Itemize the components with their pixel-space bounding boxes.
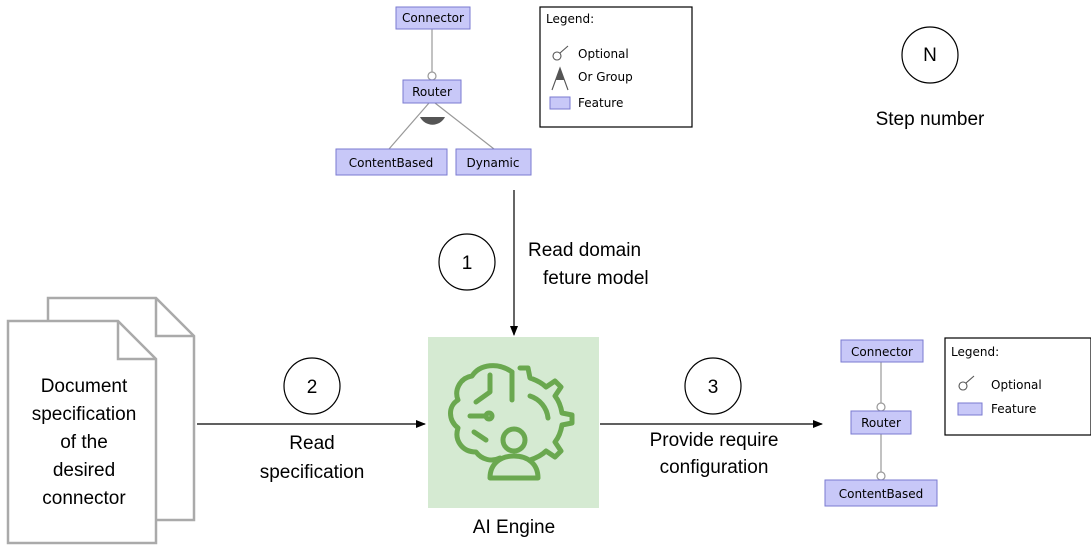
feature-box-contentbased xyxy=(335,148,448,176)
document-back-fold xyxy=(154,298,194,338)
ai-engine: AI Engine xyxy=(428,337,599,538)
feature-box-connector xyxy=(840,339,924,363)
step-label-line1: Read xyxy=(289,433,334,454)
domain-legend: Legend: Optional Or Group Feature xyxy=(539,6,693,128)
feature-label-connector: Connector xyxy=(851,345,913,359)
feature-swatch-icon xyxy=(957,402,983,416)
step-circle xyxy=(283,357,341,415)
or-group-icon-fill xyxy=(556,68,564,80)
step-legend-label: Step number xyxy=(876,109,985,130)
legend-optional-label: Optional xyxy=(991,378,1042,392)
document-stack: Document specification of the desired co… xyxy=(6,296,196,545)
document-line: connector xyxy=(42,488,126,509)
step-legend-circle xyxy=(901,26,959,84)
step-number: 2 xyxy=(307,377,318,398)
tree-edge xyxy=(388,102,430,150)
step-number: 1 xyxy=(462,253,473,274)
feature-box-router xyxy=(850,410,912,435)
domain-feature-model: Connector Router ContentBased Dynamic xyxy=(335,6,532,176)
feature-box-contentbased xyxy=(824,479,938,507)
step-circle xyxy=(684,357,742,415)
or-group-arc-icon xyxy=(420,117,445,125)
step-label-line1: Read domain xyxy=(528,240,641,261)
legend-title: Legend: xyxy=(546,12,594,26)
legend-orgroup-label: Or Group xyxy=(578,70,633,84)
brain-gear-person-icon xyxy=(448,363,575,481)
optional-icon xyxy=(958,381,968,391)
optional-marker-icon xyxy=(427,71,437,81)
tree-edge xyxy=(434,102,495,150)
feature-label-router: Router xyxy=(412,85,452,99)
ai-engine-label: AI Engine xyxy=(473,517,555,538)
optional-marker-icon xyxy=(876,402,886,412)
step-label-line2: configuration xyxy=(660,457,769,478)
document-line: specification xyxy=(32,404,137,425)
config-legend: Legend: Optional Feature xyxy=(944,337,1091,436)
step-3: 3 Provide require configuration xyxy=(600,357,823,478)
feature-box-dynamic xyxy=(455,148,532,176)
feature-box-connector xyxy=(395,6,471,30)
legend-feature-label: Feature xyxy=(991,402,1036,416)
feature-label-contentbased: ContentBased xyxy=(349,156,434,170)
step-label-line2: feture model xyxy=(543,268,649,289)
legend-box xyxy=(944,337,1091,436)
step-number: 3 xyxy=(708,377,719,398)
step-1: 1 Read domain feture model xyxy=(438,190,649,336)
feature-label-dynamic: Dynamic xyxy=(467,156,520,170)
step-2: 2 Read specification xyxy=(197,357,426,483)
document-line: of the xyxy=(60,432,108,453)
optional-marker-icon xyxy=(876,471,886,481)
feature-box-router xyxy=(402,79,462,104)
document-front-fold xyxy=(116,321,156,361)
legend-optional-label: Optional xyxy=(578,47,629,61)
step-label-line1: Provide require xyxy=(650,430,779,451)
document-line: Document xyxy=(41,376,128,397)
optional-icon-stem xyxy=(965,375,975,384)
config-feature-model: Connector Router ContentBased xyxy=(824,339,938,507)
feature-swatch-icon xyxy=(549,96,571,110)
step-circle xyxy=(438,233,496,291)
step-number-legend: N Step number xyxy=(876,26,985,130)
document-front-page xyxy=(6,319,158,545)
feature-label-router: Router xyxy=(861,416,901,430)
legend-feature-label: Feature xyxy=(578,96,623,110)
feature-label-contentbased: ContentBased xyxy=(839,487,924,501)
step-label-line2: specification xyxy=(260,462,365,483)
optional-icon xyxy=(552,51,562,61)
feature-label-connector: Connector xyxy=(402,11,464,25)
optional-icon-stem xyxy=(559,45,569,54)
step-legend-symbol: N xyxy=(923,45,937,66)
document-line: desired xyxy=(53,460,115,481)
legend-title: Legend: xyxy=(951,345,999,359)
